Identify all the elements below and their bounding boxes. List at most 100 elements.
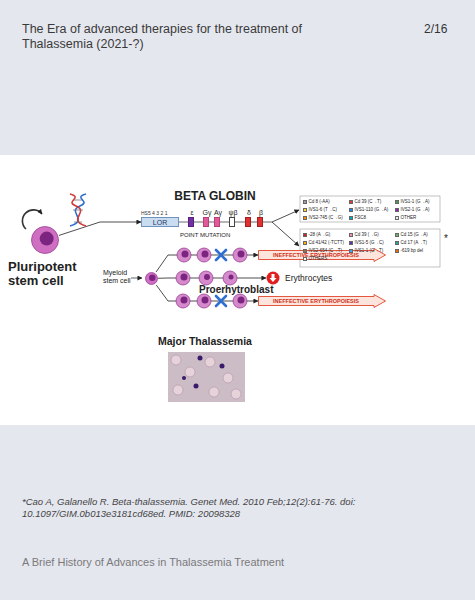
node-label: INEFFECTIVE ERYTHROPOIESIS <box>258 294 374 308</box>
nucleus <box>229 275 234 280</box>
gene-box: Aγ <box>214 217 220 227</box>
footer-text: A Brief History of Advances in Thalassem… <box>22 556 284 569</box>
gene-box: Gγ <box>203 217 209 227</box>
legend-swatch <box>395 208 399 212</box>
cell <box>223 271 237 285</box>
legend-text: Cd 39 (C→T) <box>355 199 382 204</box>
nucleated-cell <box>182 376 186 380</box>
leader-line <box>272 222 299 246</box>
citation: *Cao A, Galanello R. Beta-thalassemia. G… <box>22 496 452 520</box>
cell <box>233 248 247 262</box>
legend-text: IVS1-1 (G→A) <box>401 199 430 204</box>
legend-swatch <box>349 216 353 220</box>
smear-image: Major Thalassemia <box>168 352 245 402</box>
smear-background <box>168 352 245 402</box>
red-cell <box>185 367 195 377</box>
legend-item: OTHER <box>395 215 416 221</box>
legend-item: Cd 17 (A→T) <box>395 240 427 246</box>
erythrocyte-icon: Erythrocytes <box>266 271 280 285</box>
legend-swatch <box>349 200 353 204</box>
cell <box>197 248 211 262</box>
decrease-arrow <box>270 274 277 282</box>
legend-text: IVS1-5 (G→C) <box>355 240 384 245</box>
legend-item: IVS2-745 (C→G) <box>303 215 343 221</box>
shape-outline <box>31 226 59 254</box>
node-label: ψβ <box>223 209 243 217</box>
gene-box: β <box>257 217 263 227</box>
legend-item: Cd 39 (C→T) <box>349 199 381 205</box>
nucleus <box>149 275 156 282</box>
legend-swatch <box>349 241 353 245</box>
nucleus <box>204 274 210 280</box>
block-mark <box>216 250 226 306</box>
legend-swatch <box>395 233 399 237</box>
cell-row <box>176 248 247 308</box>
arrow-shape <box>259 295 386 308</box>
red-cell <box>171 355 181 365</box>
nucleus <box>202 251 209 258</box>
myeloid-cell: Myeloid stem cell <box>145 272 158 285</box>
site-label: HS5 4 3 2 1 <box>141 210 167 216</box>
node-label: δ <box>239 209 259 217</box>
legend-text: Cd 15 (G→A) <box>401 232 428 237</box>
cell-nuclei <box>181 251 245 304</box>
legend-swatch <box>395 249 399 253</box>
legend-item: IVS2-1 (G→A) <box>395 207 430 213</box>
nucleus <box>181 297 188 304</box>
section-heading: BETA GLOBIN <box>165 190 265 203</box>
legend-item: Cd 39 (→G) <box>349 232 379 238</box>
legend-text: Cd 39 (→G) <box>355 232 379 237</box>
legend-item: -619 bp del <box>395 248 423 254</box>
legend-swatch <box>303 208 307 212</box>
slide-title: The Era of advanced therapies for the tr… <box>22 22 322 52</box>
erythrocyte-disc <box>267 272 280 285</box>
nucleated-cell <box>220 364 225 369</box>
legend-swatch <box>395 241 399 245</box>
arrow-shape <box>259 249 386 262</box>
nucleus <box>181 274 188 281</box>
red-cell <box>173 385 183 395</box>
legend-item: Cd 15 (G→A) <box>395 232 428 238</box>
legend-item: IVS1-6 (T→C) <box>303 207 337 213</box>
legend-swatch <box>303 257 307 261</box>
legend-text: IVS2-654 (C→T) <box>309 248 343 253</box>
legend-item: FSC8 <box>349 215 366 221</box>
dna-strand <box>70 194 86 226</box>
node-label: Major Thalassemia <box>158 335 252 347</box>
cell <box>197 294 211 308</box>
legend-text: OTHERS <box>309 256 328 261</box>
node-label: Erythrocytes <box>285 273 332 283</box>
legend-text: IVS2-745 (C→G) <box>309 215 343 220</box>
shape-outline <box>266 271 280 285</box>
legend-swatch <box>349 249 353 253</box>
legend-swatch <box>349 208 353 212</box>
connector-arrow <box>59 222 141 235</box>
x-mark <box>216 296 226 306</box>
cell <box>199 271 213 285</box>
cell-body <box>32 227 59 254</box>
lcr-box: LOR <box>141 217 179 227</box>
legend-swatch <box>303 249 307 253</box>
nucleus <box>238 297 245 304</box>
node-label: LOR <box>142 218 178 228</box>
gene-box: δ <box>245 217 251 227</box>
leader-line <box>272 210 299 222</box>
node-label: Pluripotent stem cell <box>8 260 103 288</box>
legend-item: IVS2-654 (C→T) <box>303 248 342 254</box>
cell <box>176 271 190 285</box>
annotation: POINT MUTATION <box>180 232 230 239</box>
nucleus <box>202 297 209 304</box>
cell <box>176 294 190 308</box>
x-mark <box>216 250 226 260</box>
blood-smear <box>168 352 245 402</box>
legend-text: IVS2-1 (G→A) <box>401 207 430 212</box>
dna-rung <box>74 222 82 223</box>
legend-text: Cd 17 (A→T) <box>401 240 428 245</box>
dna-rung <box>73 210 83 211</box>
legend-swatch <box>395 216 399 220</box>
mutation-legend-box <box>300 196 440 222</box>
legend-swatch <box>303 233 307 237</box>
red-cell <box>223 373 233 383</box>
legend-text: OTHER <box>401 215 417 220</box>
